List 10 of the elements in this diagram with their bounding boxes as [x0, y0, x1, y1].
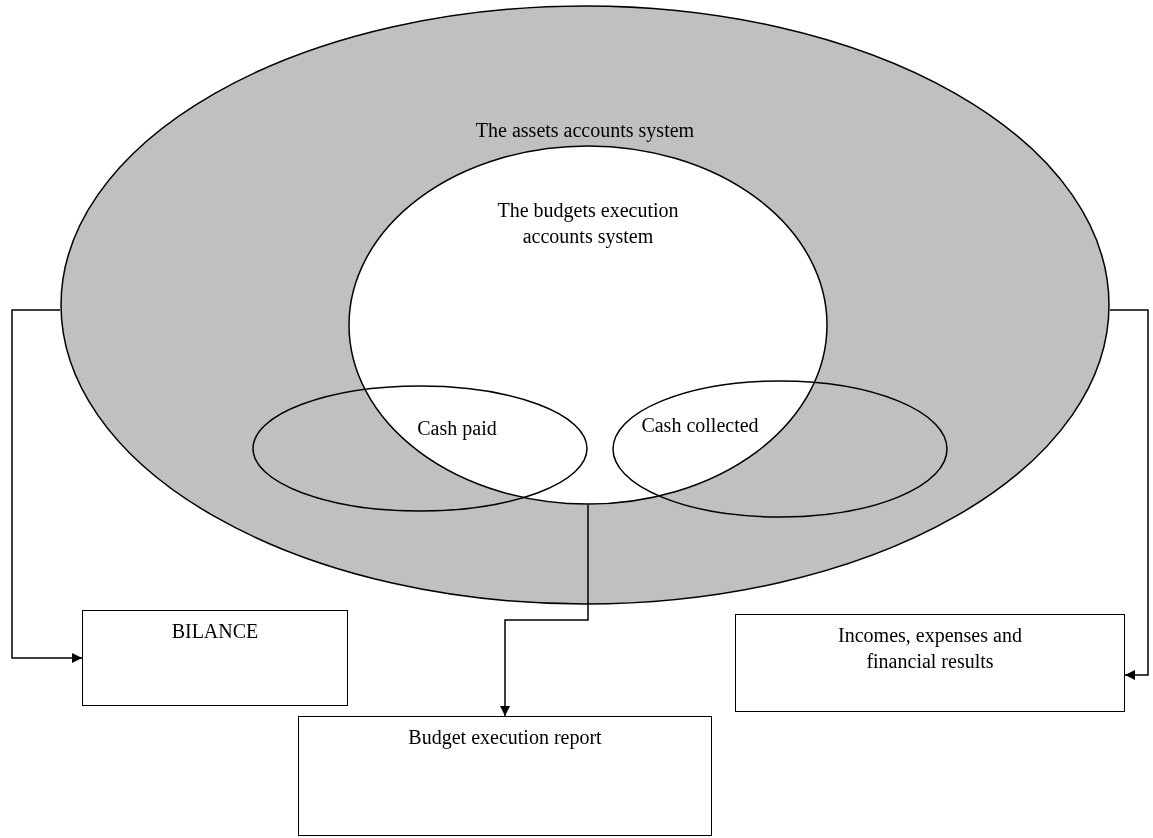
- connector-arrow: [1109, 309, 1149, 680]
- node-label: Budget execution report: [407, 725, 603, 750]
- node-label: BILANCE: [170, 619, 260, 644]
- node-label: Cash collected: [640, 413, 760, 438]
- node-label: The assets accounts system: [474, 118, 696, 143]
- node-label: Incomes, expenses and financial results: [837, 623, 1023, 674]
- connector-arrow: [11, 309, 83, 663]
- node-label: Cash paid: [416, 416, 498, 441]
- connector-arrow: [500, 504, 589, 717]
- node-label: The budgets execution accounts system: [496, 198, 680, 249]
